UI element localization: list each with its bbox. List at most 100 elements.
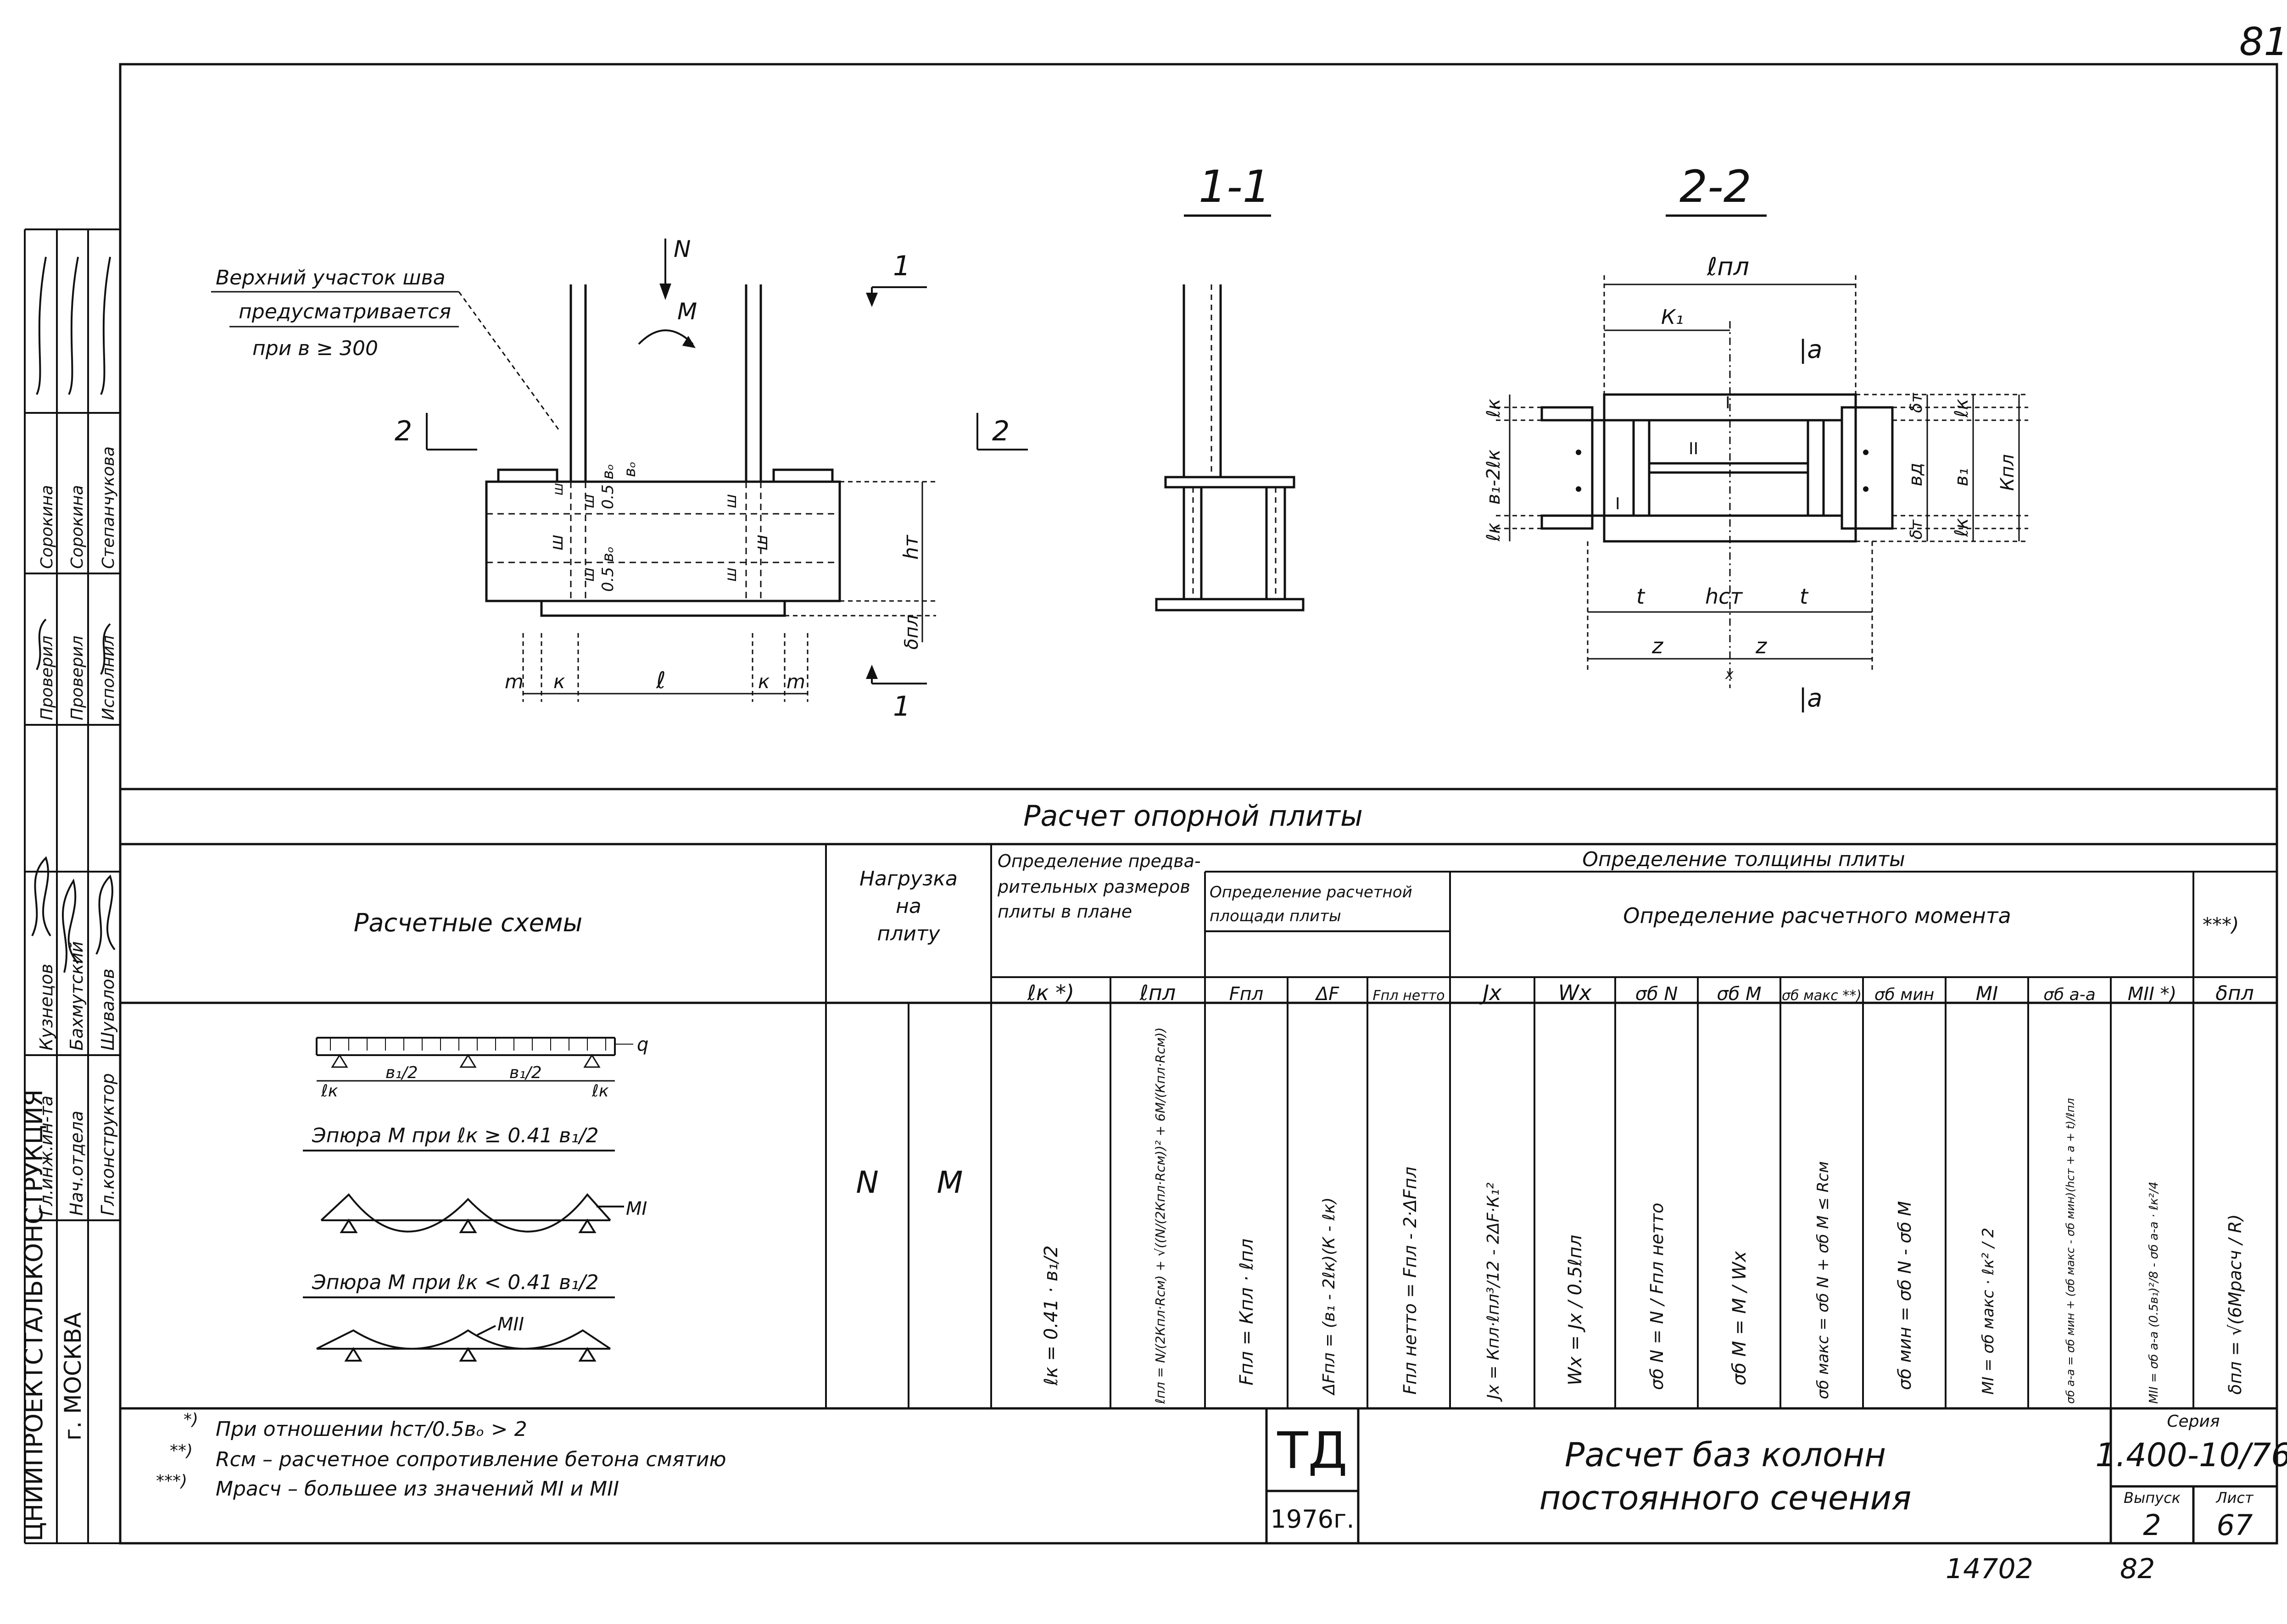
col-head-sigma-n: σб N bbox=[1635, 984, 1678, 1005]
header-moment: Определение расчетного момента bbox=[1623, 903, 2011, 928]
stamp-signatures bbox=[31, 256, 116, 973]
epure2-label: Эпюра M при ℓк < 0.41 в₁/2 bbox=[312, 1271, 599, 1294]
formula-sigma-n: σб N = N / Fпл нетто bbox=[1647, 1203, 1667, 1390]
epure1-label: Эпюра M при ℓк ≥ 0.41 в₁/2 bbox=[312, 1124, 599, 1147]
stamp-name2-1: Сорокина bbox=[38, 485, 56, 569]
plan-right-delta-t-top: δт bbox=[1907, 393, 1926, 413]
title-code: ТД bbox=[1277, 1421, 1347, 1480]
plan-dim-h-st: hст bbox=[1705, 584, 1743, 609]
sheet-value: 67 bbox=[2217, 1508, 2253, 1542]
col-head-fnet: Fпл нетто bbox=[1373, 988, 1445, 1004]
note-1-mark: *) bbox=[184, 1410, 198, 1429]
formula-sigma-m: σб M = M / Wx bbox=[1729, 1251, 1750, 1385]
dim-delta-pl: δпл bbox=[901, 615, 922, 650]
axis-a-top: |a bbox=[1799, 335, 1822, 364]
col-head-sigma-max: σб макс **) bbox=[1782, 988, 1862, 1004]
weld-label-1: ш bbox=[547, 534, 567, 551]
dim-k-left: к bbox=[553, 670, 565, 693]
dim-m-left: m bbox=[505, 670, 524, 693]
weld-label-7: ш bbox=[550, 483, 566, 495]
col-head-wx: Wx bbox=[1558, 980, 1592, 1005]
bottom-archive-number: 14702 bbox=[1946, 1553, 2033, 1585]
scheme-dim-lk-right: ℓк bbox=[591, 1082, 609, 1101]
scheme-dim-b1-left: в₁/2 bbox=[385, 1063, 418, 1082]
note-3-text: Mрасч – большее из значений MI и MII bbox=[216, 1477, 619, 1501]
org-city: г. МОСКВА bbox=[60, 1313, 86, 1440]
section-mark-1-top: 1 bbox=[893, 250, 910, 282]
epure1-moment: MI bbox=[626, 1198, 647, 1219]
formula-wx: Wx = Jx / 0.5ℓпл bbox=[1565, 1235, 1586, 1385]
load-value-N: N bbox=[856, 1165, 878, 1200]
plan-roman-2: II bbox=[1689, 439, 1698, 458]
title-block: ТД 1976г. Расчет баз колонн постоянного … bbox=[1265, 1408, 2287, 1543]
section-mark-2-left: 2 bbox=[395, 415, 412, 447]
base-side-view: Верхний участок шва предусматривается пр… bbox=[211, 236, 1028, 723]
formula-delta-pl: δпл = √(6Mрасч / R) bbox=[2225, 1214, 2245, 1395]
org-name: ЦНИИПРОЕКТСТАЛЬКОНСТРУКЦИЯ bbox=[19, 1090, 48, 1542]
section-1-1-title: 1-1 bbox=[1199, 161, 1271, 212]
formula-jx: Jx = Кпл·ℓпл³/12 - 2ΔF·К₁² bbox=[1484, 1183, 1503, 1402]
note-2-mark: **) bbox=[170, 1441, 193, 1460]
header-stars: ***) bbox=[2203, 913, 2239, 936]
plan-right-lk-top: ℓк bbox=[1951, 399, 1972, 418]
plan-dim-z-right: z bbox=[1755, 634, 1767, 658]
header-prelim-2: рительных размеров bbox=[997, 877, 1190, 897]
left-stamp-strip: ЦНИИПРОЕКТСТАЛЬКОНСТРУКЦИЯ г. МОСКВА Гл.… bbox=[19, 228, 120, 1544]
formula-lpl: ℓпл = N/(2Кпл·Rсм) + √((N/(2Кпл·Rсм))² +… bbox=[1153, 1027, 1168, 1404]
sheet-frame bbox=[119, 63, 2278, 1545]
epure2-moment: MII bbox=[497, 1314, 524, 1335]
plan-dim-t-right: t bbox=[1800, 584, 1809, 609]
col-head-m1: MI bbox=[1976, 982, 1998, 1005]
formula-sigma-max: σб макс = σб N + σб M ≤ Rсм bbox=[1814, 1161, 1832, 1399]
issue-label: Выпуск bbox=[2124, 1489, 2181, 1507]
weld-note-line-3: при в ≥ 300 bbox=[252, 337, 378, 360]
plan-right-lk-bottom: ℓк bbox=[1951, 518, 1972, 537]
plan-right-b1: в₁ bbox=[1951, 468, 1972, 486]
calc-table: Расчет опорной плиты Расчетные схемы Наг… bbox=[303, 799, 2277, 1408]
plan-left-lk-top: ℓк bbox=[1483, 399, 1504, 418]
dim-b05-bottom: 0.5 вₒ bbox=[599, 546, 617, 592]
dim-l: ℓ bbox=[656, 667, 666, 694]
plan-left-lk-bottom: ℓк bbox=[1483, 523, 1504, 542]
formula-m2: MII = σб a-a (0.5в₁)²/8 - σб a-a · ℓк²/4 bbox=[2147, 1182, 2161, 1404]
header-load-2: на bbox=[896, 895, 921, 918]
stamp-role2-2: Проверил bbox=[68, 635, 87, 720]
title-year: 1976г. bbox=[1271, 1505, 1355, 1534]
weld-label-3: ш bbox=[580, 567, 598, 582]
col-head-df: ΔF bbox=[1315, 984, 1339, 1005]
header-prelim-3: плиты в плане bbox=[998, 901, 1132, 922]
plan-roman-1-top: I bbox=[1725, 394, 1730, 412]
header-schemes: Расчетные схемы bbox=[354, 908, 583, 937]
bottom-page-number: 82 bbox=[2120, 1553, 2155, 1585]
plan-right-b-d: вд bbox=[1905, 463, 1926, 486]
col-head-lpl: ℓпл bbox=[1139, 980, 1176, 1005]
formula-sigma-aa: σб a-a = σб мин + (σб макс - σб мин)(hст… bbox=[2064, 1098, 2077, 1404]
formula-lk: ℓк = 0.41 · в₁/2 bbox=[1041, 1246, 1062, 1386]
header-thickness: Определение толщины плиты bbox=[1582, 848, 1905, 871]
weld-note-line-2: предусматривается bbox=[239, 300, 451, 323]
stamp-role-1: Гл.инж.ин-та bbox=[36, 1096, 56, 1216]
note-3-mark: ***) bbox=[156, 1472, 187, 1491]
weld-label-6: ш bbox=[722, 567, 740, 582]
col-head-fpl: Fпл bbox=[1229, 984, 1264, 1005]
col-head-m2: MII *) bbox=[2128, 984, 2176, 1005]
plan-dim-z-left: z bbox=[1651, 634, 1663, 658]
scheme-dim-lk-left: ℓк bbox=[321, 1082, 338, 1101]
plan-right-delta-t-bottom: δт bbox=[1907, 519, 1926, 539]
header-prelim-1: Определение предва- bbox=[998, 851, 1201, 871]
series-value: 1.400-10/76 bbox=[2095, 1436, 2287, 1474]
note-2-text: Rсм – расчетное сопротивление бетона смя… bbox=[216, 1448, 726, 1471]
table-title: Расчет опорной плиты bbox=[1023, 799, 1363, 833]
scheme-load-q: q bbox=[637, 1034, 648, 1055]
dim-b0: вₒ bbox=[621, 462, 639, 477]
stamp-name-1: Кузнецов bbox=[36, 964, 56, 1051]
stamp-role-3: Гл.конструктор bbox=[98, 1073, 118, 1216]
formula-sigma-min: σб мин = σб N - σб M bbox=[1895, 1201, 1915, 1390]
note-1-text: При отношении hст/0.5вₒ > 2 bbox=[216, 1418, 527, 1441]
dim-h-t: hт bbox=[899, 534, 923, 560]
formula-df: ΔFпл = (в₁ - 2ℓк)(К - ℓк) bbox=[1320, 1197, 1339, 1396]
moment-M-label: M bbox=[677, 298, 697, 325]
stamp-role-2: Нач.отдела bbox=[67, 1111, 87, 1216]
col-head-delta-pl: δпл bbox=[2215, 982, 2254, 1005]
